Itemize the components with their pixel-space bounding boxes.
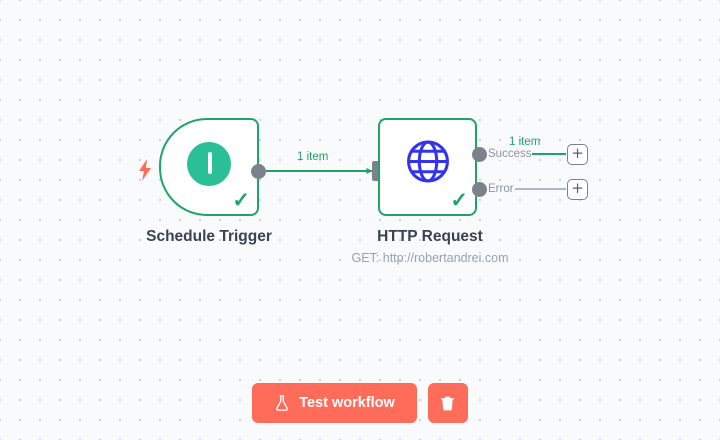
trash-icon — [439, 395, 456, 412]
node-schedule-trigger[interactable]: ✓ — [159, 118, 259, 216]
output-port-http-error[interactable] — [472, 182, 487, 197]
check-icon: ✓ — [450, 189, 468, 212]
output-label-success: Success — [487, 148, 533, 160]
delete-button[interactable] — [427, 383, 468, 423]
workflow-toolbar: Test workflow — [0, 383, 720, 423]
lightning-bolt-icon — [138, 159, 152, 181]
node-title-schedule-trigger: Schedule Trigger — [146, 228, 272, 245]
node-http-request[interactable]: ✓ — [378, 118, 477, 216]
test-workflow-label: Test workflow — [299, 395, 395, 411]
clock-icon — [187, 142, 231, 187]
globe-icon — [405, 139, 450, 189]
check-icon: ✓ — [232, 189, 250, 212]
connection-label-success-items: 1 item — [509, 136, 541, 148]
node-title-http-request: HTTP Request — [377, 228, 483, 245]
output-port-schedule-trigger[interactable] — [251, 164, 266, 179]
node-subtitle-http-request: GET: http://robertandrei.com — [351, 251, 509, 265]
test-workflow-button[interactable]: Test workflow — [252, 383, 417, 423]
add-node-button-error[interactable]: + — [567, 179, 588, 200]
add-node-button-success[interactable]: + — [567, 144, 588, 165]
input-port-http-request[interactable] — [372, 161, 381, 181]
output-port-http-success[interactable] — [472, 147, 487, 162]
flask-icon — [274, 395, 290, 411]
connection-label-trigger-items: 1 item — [297, 151, 329, 163]
output-label-error: Error — [487, 183, 515, 195]
